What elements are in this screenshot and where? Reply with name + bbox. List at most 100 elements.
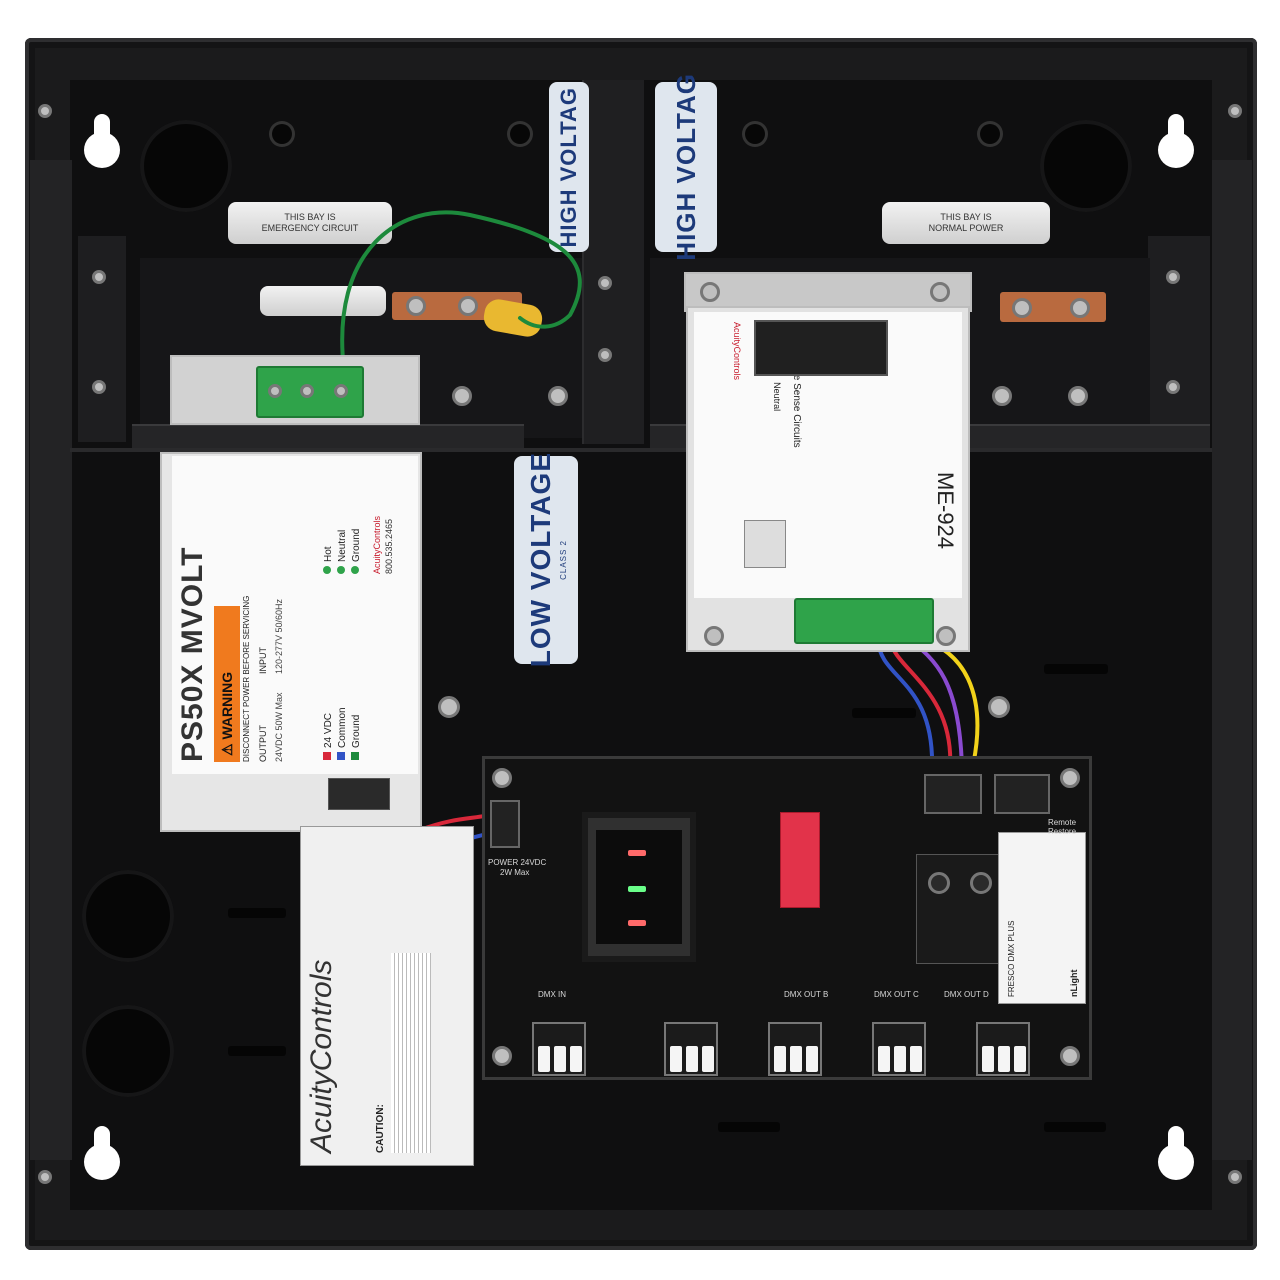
corner-screw bbox=[38, 104, 52, 118]
pcb-screw bbox=[492, 1046, 512, 1066]
input-terminal-list: Hot Neutral Ground bbox=[322, 529, 364, 574]
mount-hole bbox=[272, 124, 292, 144]
lug-screw bbox=[406, 296, 426, 316]
terminal-label: 24 VDC bbox=[323, 712, 334, 748]
pcb-button[interactable] bbox=[928, 872, 950, 894]
dip-switch[interactable] bbox=[780, 812, 820, 908]
terminal-screw bbox=[334, 384, 348, 398]
bay-label-line: NORMAL POWER bbox=[928, 223, 1004, 233]
dmx-pin bbox=[790, 1046, 802, 1072]
dmx-pin bbox=[998, 1046, 1010, 1072]
power-supply-brand: AcuityControls bbox=[372, 515, 382, 574]
bay-label-line: THIS BAY IS bbox=[284, 212, 336, 222]
manual-card-brand: AcuityControls bbox=[305, 959, 338, 1153]
module-screw bbox=[936, 626, 956, 646]
power-supply-model: PS50X MVOLT bbox=[176, 546, 209, 763]
keyhole-bottom-right bbox=[1158, 1126, 1194, 1180]
right-bay-rail bbox=[1148, 236, 1210, 442]
pcb-button[interactable] bbox=[970, 872, 992, 894]
warning-disconnect: DISCONNECT POWER BEFORE SERVICING bbox=[242, 595, 251, 762]
output-spec: 24VDC 50W Max bbox=[274, 692, 284, 762]
pcb-terminal-remote bbox=[994, 774, 1050, 814]
relay-dip-window bbox=[744, 520, 786, 568]
bay-label-emergency: THIS BAY IS EMERGENCY CIRCUIT bbox=[228, 202, 392, 244]
manual-card-rotated: AcuityControls CAUTION: bbox=[301, 827, 475, 1167]
panel-slot bbox=[1044, 664, 1108, 674]
bay-screw bbox=[992, 386, 1012, 406]
corner-screw bbox=[1228, 104, 1242, 118]
manual-card-text bbox=[391, 953, 431, 1153]
led-red bbox=[628, 920, 646, 926]
dmx-connector[interactable] bbox=[768, 1022, 822, 1076]
divider-screw bbox=[598, 276, 612, 290]
dmx-connector[interactable] bbox=[872, 1022, 926, 1076]
terminal-label: Ground bbox=[351, 714, 362, 748]
right-flange bbox=[1212, 160, 1252, 1160]
left-flange bbox=[30, 160, 72, 1160]
high-voltage-label-right: HIGH VOLTAG bbox=[655, 73, 717, 261]
bay-screw bbox=[92, 270, 106, 284]
pcb-screw bbox=[1060, 768, 1080, 788]
pcb-dmx-in-label: DMX IN bbox=[538, 990, 566, 999]
pcb-dmx-out-label: DMX OUT C bbox=[874, 990, 919, 999]
terminal-label: Common bbox=[337, 707, 348, 748]
bay-screw bbox=[548, 386, 568, 406]
corner-screw bbox=[1228, 1170, 1242, 1184]
output-terminal-list: 24 VDC Common Ground bbox=[322, 707, 364, 760]
manual-card: AcuityControls CAUTION: bbox=[300, 826, 474, 1166]
pcb-screw bbox=[492, 768, 512, 788]
warning-band: ⚠ WARNING bbox=[214, 606, 240, 762]
knockout bbox=[140, 120, 232, 212]
pcb-remote-label: Remote Restore bbox=[1048, 818, 1077, 836]
dmx-pin bbox=[1014, 1046, 1026, 1072]
signal-wire-blue bbox=[876, 638, 935, 772]
led-red bbox=[628, 850, 646, 856]
lug-screw bbox=[1012, 298, 1032, 318]
bay-label-line: EMERGENCY CIRCUIT bbox=[261, 223, 359, 233]
mount-hole bbox=[980, 124, 1000, 144]
bay-screw bbox=[1166, 380, 1180, 394]
relay-module-model: ME-924 bbox=[933, 472, 958, 550]
dmx-pin bbox=[894, 1046, 906, 1072]
dmx-pin bbox=[774, 1046, 786, 1072]
pcb-sticker-line: FRESCO DMX PLUS bbox=[1007, 920, 1016, 997]
input-spec: 120-277V 50/60Hz bbox=[274, 598, 284, 674]
keyhole-top-left bbox=[84, 114, 120, 168]
panel-screw bbox=[988, 696, 1010, 718]
keyhole-bottom-left bbox=[84, 1126, 120, 1180]
pcb-power-connector bbox=[490, 800, 520, 848]
module-screw bbox=[704, 626, 724, 646]
knockout bbox=[82, 1005, 174, 1097]
output-header: OUTPUT bbox=[258, 725, 268, 762]
pcb-sticker-rotated: FRESCO DMX PLUS nLight bbox=[999, 833, 1087, 1005]
dmx-connector[interactable] bbox=[664, 1022, 718, 1076]
corner-screw bbox=[38, 1170, 52, 1184]
bay-label-normal: THIS BAY IS NORMAL POWER bbox=[882, 202, 1050, 244]
terminal-label: Ground bbox=[351, 528, 362, 562]
input-header: INPUT bbox=[258, 647, 268, 674]
pcb-screw bbox=[1060, 1046, 1080, 1066]
center-divider bbox=[582, 80, 644, 444]
dmx-pin bbox=[982, 1046, 994, 1072]
pcb-sticker: FRESCO DMX PLUS nLight bbox=[998, 832, 1086, 1004]
dmx-pin bbox=[686, 1046, 698, 1072]
dmx-connector[interactable] bbox=[976, 1022, 1030, 1076]
power-supply-label: PS50X MVOLT ⚠ WARNING DISCONNECT POWER B… bbox=[172, 456, 418, 774]
panel-slot bbox=[228, 1046, 286, 1056]
bay-screw bbox=[1068, 386, 1088, 406]
ground-wire bbox=[340, 210, 582, 372]
dmx-pin bbox=[910, 1046, 922, 1072]
warning-text: ⚠ WARNING bbox=[218, 671, 235, 756]
high-voltage-label-left: HIGH VOLTAG bbox=[549, 82, 589, 252]
panel-slot bbox=[1044, 1122, 1106, 1132]
terminal-label: Neutral bbox=[337, 529, 348, 562]
low-voltage-label: LOW VOLTAGE CLASS 2 bbox=[514, 452, 578, 668]
dmx-pin bbox=[702, 1046, 714, 1072]
manual-card-caution: CAUTION: bbox=[375, 1104, 386, 1153]
pcb-terminal-com bbox=[924, 774, 982, 814]
power-supply-phone: 800.535.2465 bbox=[384, 518, 394, 574]
dmx-connector[interactable] bbox=[532, 1022, 586, 1076]
terminal-label: Hot bbox=[323, 546, 334, 562]
relay-terminal-block bbox=[794, 598, 934, 644]
pcb-sticker-line: nLight bbox=[1069, 969, 1079, 998]
